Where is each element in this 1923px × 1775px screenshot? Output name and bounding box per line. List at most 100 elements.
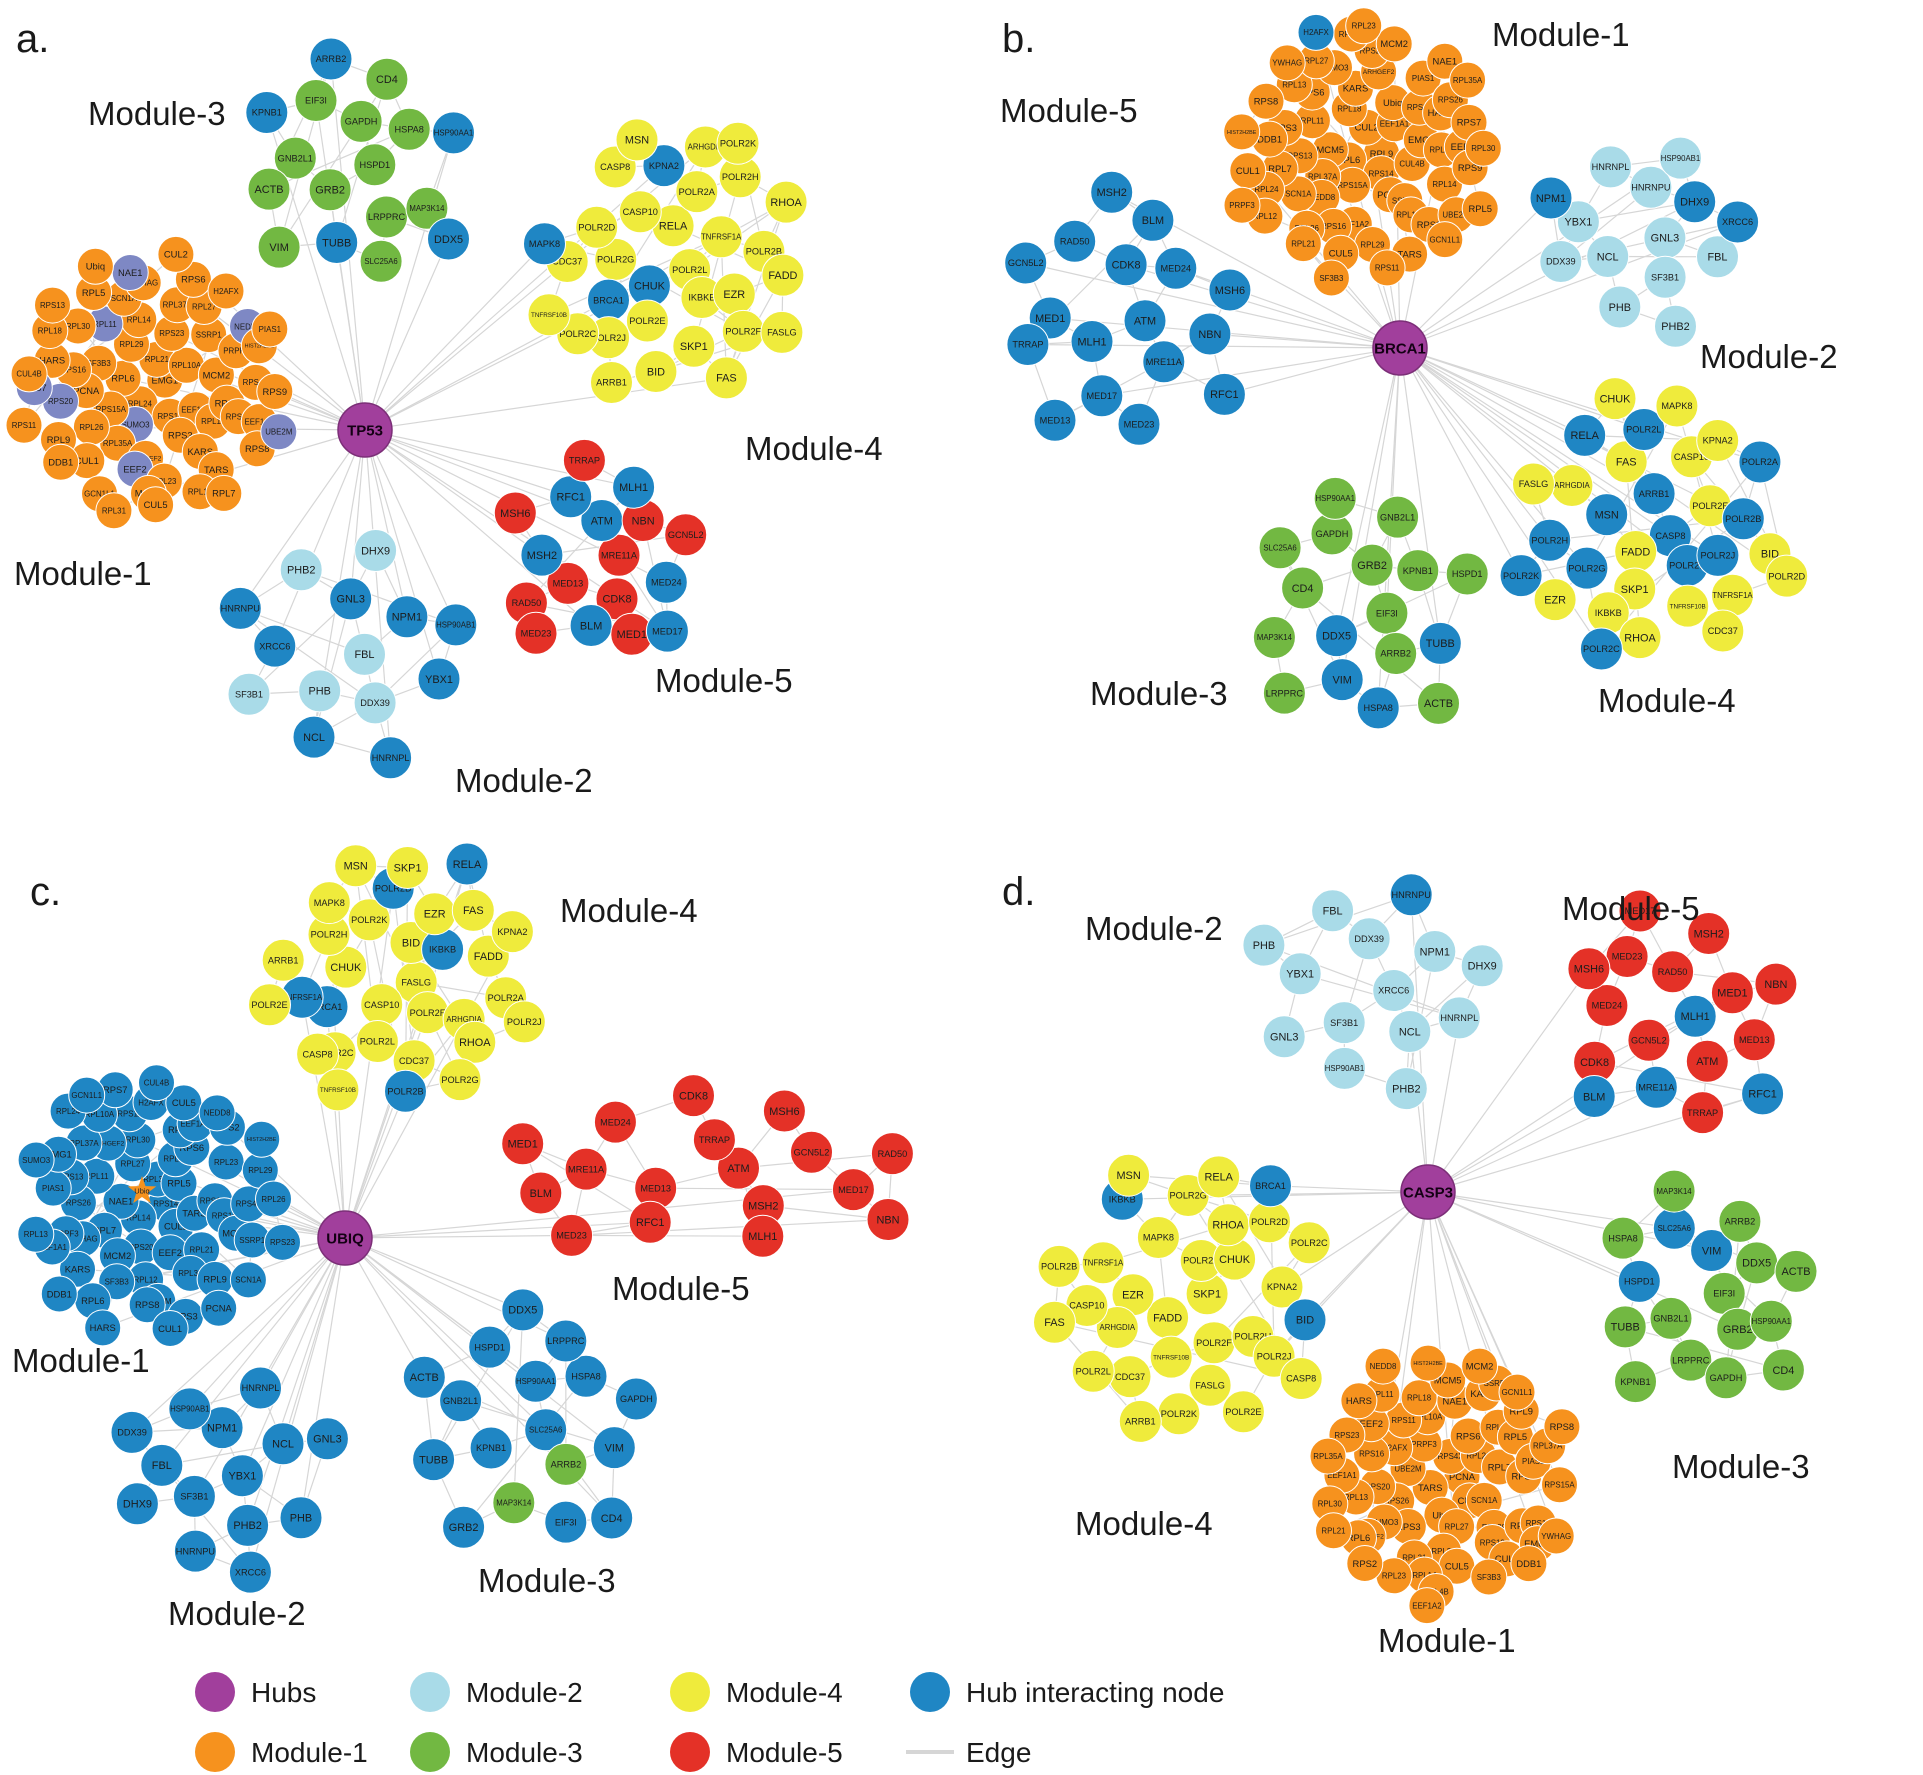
node-circle[interactable] [226, 1503, 270, 1547]
node-circle[interactable] [1659, 136, 1702, 180]
node-gcn5l2[interactable]: GCN5L2 [1627, 1018, 1671, 1062]
node-hspa8[interactable]: HSPA8 [1601, 1216, 1645, 1260]
node-med17[interactable]: MED17 [645, 609, 689, 653]
node-rpl13[interactable]: RPL13 [17, 1215, 55, 1253]
hub-node-ubiq[interactable]: UBIQ [317, 1210, 373, 1266]
node-med23[interactable]: MED23 [550, 1213, 594, 1257]
node-circle[interactable] [1287, 1221, 1331, 1265]
node-circle[interactable] [1033, 1300, 1076, 1344]
node-circle[interactable] [564, 1354, 608, 1398]
node-msn[interactable]: MSN [334, 844, 378, 888]
node-circle[interactable] [672, 1074, 715, 1118]
node-circle[interactable] [412, 1438, 456, 1482]
node-rps8[interactable]: RPS8 [1543, 1408, 1581, 1446]
node-circle[interactable] [151, 1310, 189, 1347]
node-circle[interactable] [642, 144, 686, 188]
node-atm[interactable]: ATM [580, 499, 624, 542]
node-arrb1[interactable]: ARRB1 [1118, 1399, 1162, 1443]
node-rhoa[interactable]: RHOA [453, 1020, 497, 1064]
node-circle[interactable] [1701, 609, 1745, 653]
node-circle[interactable] [704, 356, 748, 400]
node-circle[interactable] [1765, 554, 1809, 598]
node-circle[interactable] [645, 609, 689, 653]
node-kpnb1[interactable]: KPNB1 [245, 91, 289, 134]
node-med13[interactable]: MED13 [1033, 398, 1077, 442]
node-circle[interactable] [1528, 518, 1572, 562]
node-rpl31[interactable]: RPL31 [95, 492, 133, 530]
node-circle[interactable] [1533, 578, 1577, 622]
node-circle[interactable] [1323, 1046, 1366, 1090]
node-kpna2[interactable]: KPNA2 [1260, 1265, 1304, 1309]
node-circle[interactable] [1774, 1249, 1818, 1293]
node-actb[interactable]: ACTB [1774, 1249, 1818, 1293]
node-rad50[interactable]: RAD50 [1053, 219, 1097, 263]
node-pias1[interactable]: PIAS1 [251, 310, 289, 348]
node-circle[interactable] [1589, 145, 1632, 189]
node-circle[interactable] [527, 293, 571, 337]
node-circle[interactable] [343, 632, 386, 676]
node-cul1[interactable]: CUL1 [151, 1310, 189, 1347]
node-circle[interactable] [1417, 681, 1460, 725]
node-circle[interactable] [1617, 1259, 1661, 1303]
node-hsp90ab1[interactable]: HSP90AB1 [1323, 1046, 1366, 1090]
node-circle[interactable] [1408, 1587, 1446, 1625]
node-tubb[interactable]: TUBB [1418, 621, 1462, 665]
node-med17[interactable]: MED17 [1080, 374, 1124, 418]
node-fas[interactable]: FAS [704, 356, 748, 400]
node-rps11[interactable]: RPS11 [1368, 249, 1406, 287]
node-circle[interactable] [294, 79, 338, 122]
node-trrap[interactable]: TRRAP [562, 438, 606, 482]
node-med24[interactable]: MED24 [644, 560, 688, 604]
node-gcn5l2[interactable]: GCN5L2 [1004, 241, 1048, 285]
node-circle[interactable] [1104, 243, 1148, 287]
node-circle[interactable] [1149, 1335, 1193, 1379]
node-ncl[interactable]: NCL [292, 715, 336, 759]
node-faslg[interactable]: FASLG [760, 310, 804, 354]
node-ddb1[interactable]: DDB1 [1510, 1545, 1548, 1583]
node-nedd8[interactable]: NEDD8 [1364, 1347, 1402, 1385]
node-polr2g[interactable]: POLR2G [1166, 1174, 1210, 1217]
node-chuk[interactable]: CHUK [627, 264, 671, 308]
node-circle[interactable] [95, 492, 133, 530]
node-kpna2[interactable]: KPNA2 [490, 910, 534, 954]
node-sf3b1[interactable]: SF3B1 [1643, 255, 1687, 299]
node-gcn1l1[interactable]: GCN1L1 [1498, 1373, 1536, 1411]
node-cd4[interactable]: CD4 [365, 57, 409, 101]
node-rpl23[interactable]: RPL23 [207, 1143, 245, 1181]
node-circle[interactable] [1279, 1357, 1323, 1400]
node-polr2l[interactable]: POLR2L [1071, 1349, 1115, 1393]
node-hspa8[interactable]: HSPA8 [564, 1354, 608, 1398]
node-dhx9[interactable]: DHX9 [354, 529, 398, 572]
node-circle[interactable] [590, 1496, 634, 1540]
node-med1[interactable]: MED1 [1710, 971, 1754, 1015]
node-circle[interactable] [279, 1496, 323, 1540]
node-circle[interactable] [1721, 497, 1765, 541]
node-circle[interactable] [1704, 1356, 1748, 1400]
node-fbl[interactable]: FBL [1696, 235, 1739, 279]
node-circle[interactable] [764, 180, 808, 224]
node-phb2[interactable]: PHB2 [279, 548, 323, 592]
node-cul4b[interactable]: CUL4B [138, 1064, 175, 1102]
node-ube2m[interactable]: UBE2M [260, 413, 298, 451]
node-circle[interactable] [672, 324, 716, 368]
hub-circle[interactable] [1400, 1164, 1456, 1220]
node-polr2d[interactable]: POLR2D [1765, 554, 1809, 598]
node-sf3b3[interactable]: SF3B3 [1470, 1558, 1508, 1596]
node-hnrnpu[interactable]: HNRNPU [173, 1529, 217, 1573]
node-gnl3[interactable]: GNL3 [1643, 216, 1687, 260]
node-circle[interactable] [1281, 566, 1325, 610]
node-blm[interactable]: BLM [519, 1171, 563, 1215]
node-circle[interactable] [365, 57, 409, 101]
node-circle[interactable] [140, 1443, 184, 1487]
node-tnfrsf1a[interactable]: TNFRSF1A [699, 215, 743, 259]
node-circle[interactable] [1629, 165, 1673, 209]
node-circle[interactable] [1655, 384, 1699, 428]
node-tubb[interactable]: TUBB [412, 1438, 456, 1482]
node-phb[interactable]: PHB [1598, 285, 1642, 329]
node-circle[interactable] [1510, 1545, 1548, 1583]
node-trrap[interactable]: TRRAP [692, 1118, 736, 1162]
node-rela[interactable]: RELA [1563, 413, 1607, 457]
node-rpl35a[interactable]: RPL35A [1449, 61, 1487, 99]
node-circle[interactable] [257, 225, 301, 269]
node-polr2l[interactable]: POLR2L [1622, 408, 1666, 451]
